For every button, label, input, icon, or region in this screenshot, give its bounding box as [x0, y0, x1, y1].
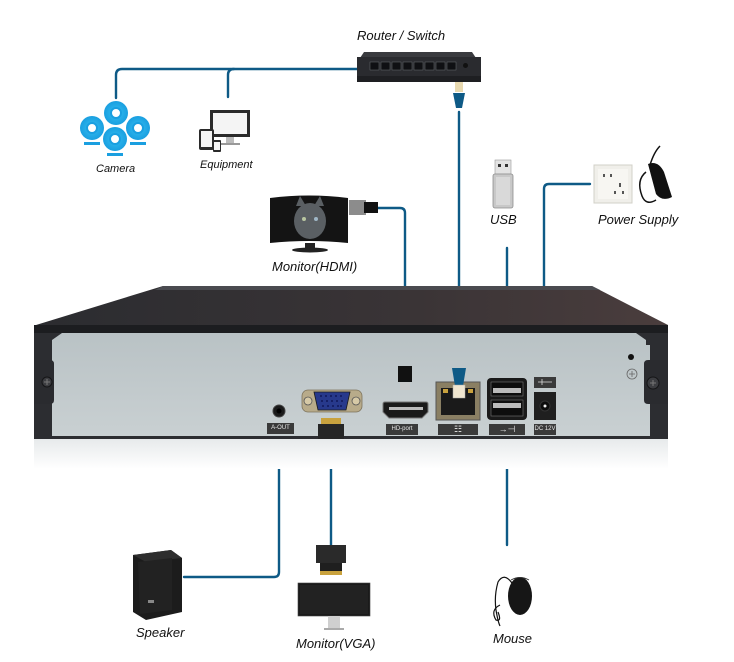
ground-icon [626, 368, 638, 380]
audio-out-port-label: A-OUT [267, 423, 294, 434]
hdmi-port-label: HD-port [386, 424, 418, 435]
usb-symbol-icon: →⊣ [498, 424, 516, 434]
dc-port [534, 377, 556, 420]
camera-icon [80, 101, 150, 156]
camera-label: Camera [96, 163, 136, 175]
hdmi-port [382, 401, 429, 419]
monitor-hdmi-icon [270, 195, 378, 253]
nvr-recorder [34, 286, 668, 469]
mouse-icon [493, 576, 532, 627]
equipment-label: Equipment [200, 159, 253, 171]
screw-right-icon [644, 360, 668, 404]
power-supply-icon [593, 145, 672, 204]
reset-hole [628, 354, 634, 360]
speaker-icon [133, 550, 182, 620]
lan-port-label: ☷ [438, 424, 478, 435]
router-switch-label: Router / Switch [357, 28, 446, 43]
usb-port-stack [487, 378, 527, 420]
network-icon: ☷ [453, 424, 463, 434]
cable-router-to-equipment [226, 67, 236, 99]
usb-label: USB [490, 212, 517, 227]
mouse-label: Mouse [493, 631, 533, 646]
usb-stick-icon [492, 159, 514, 209]
equipment-icon [199, 110, 250, 152]
cable-router-to-camera [114, 67, 362, 100]
hdmi-plug [398, 366, 412, 390]
dc-port-label: DC 12V [534, 424, 556, 435]
cable-hdmi [376, 206, 407, 368]
lan-port [435, 368, 481, 421]
audio-out-port [272, 404, 286, 418]
router-switch-icon [357, 52, 481, 108]
power-supply-label: Power Supply [598, 212, 679, 227]
cable-speaker [182, 410, 281, 579]
speaker-label: Speaker [136, 625, 185, 640]
vga-port [301, 389, 363, 413]
monitor-vga-icon [297, 545, 371, 630]
usb-port-label: →⊣ [489, 424, 525, 435]
screw-left-icon [34, 360, 54, 404]
monitor-vga-label: Monitor(VGA) [296, 636, 376, 651]
cable-power [542, 182, 592, 400]
monitor-hdmi-label: Monitor(HDMI) [272, 259, 358, 274]
